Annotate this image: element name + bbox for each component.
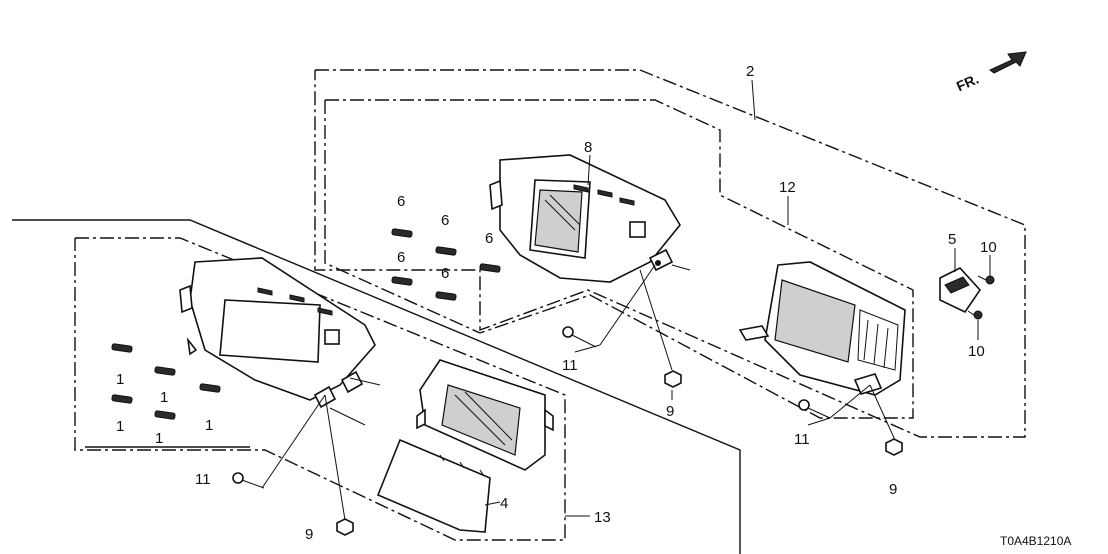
callout-1: 1 bbox=[116, 371, 124, 388]
display-unit-upper bbox=[489, 154, 681, 283]
assembly-12-outline bbox=[325, 99, 914, 419]
callout-8: 8 bbox=[584, 139, 592, 156]
callout-11: 11 bbox=[794, 431, 810, 448]
callout-2: 2 bbox=[746, 63, 754, 80]
screw-11-lower bbox=[232, 472, 265, 489]
leader-lines bbox=[261, 79, 991, 521]
callout-6: 6 bbox=[441, 265, 449, 282]
display-unit-lower bbox=[179, 257, 376, 409]
callout-12: 12 bbox=[779, 179, 796, 196]
screw-11-right bbox=[798, 399, 831, 419]
callout-10: 10 bbox=[968, 343, 985, 360]
screw-10-upper bbox=[977, 275, 995, 285]
callout-11: 11 bbox=[562, 357, 578, 374]
callouts: 2 8 12 6 6 6 6 6 5 10 10 11 9 11 9 1 1 1… bbox=[116, 63, 997, 543]
assembly-outer-line bbox=[12, 219, 741, 554]
screws bbox=[232, 275, 995, 489]
callout-9: 9 bbox=[305, 526, 313, 543]
front-direction-indicator: FR. bbox=[954, 51, 1027, 95]
callout-5: 5 bbox=[948, 231, 956, 248]
clips-1 bbox=[111, 343, 221, 420]
direction-label: FR. bbox=[954, 71, 981, 95]
assembly-12-outline-left bbox=[324, 100, 481, 334]
callout-1: 1 bbox=[205, 417, 213, 434]
callout-9: 9 bbox=[889, 481, 897, 498]
callout-9: 9 bbox=[666, 403, 674, 420]
assembly-13-outline bbox=[74, 237, 566, 541]
callout-1: 1 bbox=[160, 389, 168, 406]
callout-1: 1 bbox=[116, 418, 124, 435]
connector-5 bbox=[939, 267, 982, 314]
callout-10: 10 bbox=[980, 239, 997, 256]
arrow-right-icon bbox=[989, 51, 1027, 74]
screw-11-upper bbox=[562, 326, 597, 348]
nuts-9 bbox=[336, 370, 903, 536]
display-module-13 bbox=[416, 359, 554, 471]
plate-4 bbox=[376, 438, 491, 533]
callout-11: 11 bbox=[195, 471, 211, 488]
diagram-code: T0A4B1210A bbox=[1000, 534, 1071, 548]
callout-6: 6 bbox=[485, 230, 493, 247]
callout-6: 6 bbox=[397, 249, 405, 266]
callout-6: 6 bbox=[397, 193, 405, 210]
screw-10-lower bbox=[967, 310, 983, 320]
assembly-2-outline bbox=[314, 69, 1026, 438]
clips-6 bbox=[391, 228, 501, 301]
callout-6: 6 bbox=[441, 212, 449, 229]
callout-4: 4 bbox=[500, 495, 508, 512]
callout-13: 13 bbox=[594, 509, 611, 526]
display-unit-right bbox=[738, 261, 906, 396]
callout-1: 1 bbox=[155, 430, 163, 447]
